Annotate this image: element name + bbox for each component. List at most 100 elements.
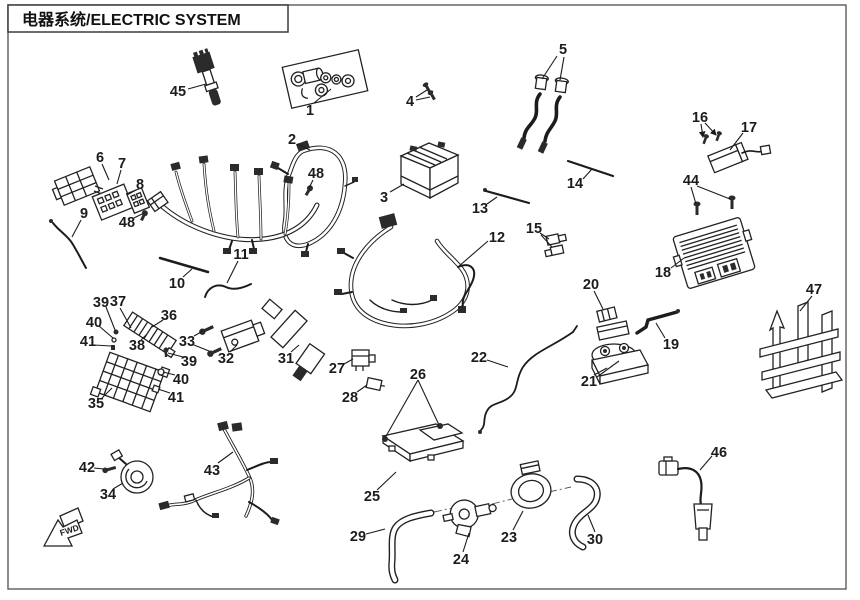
part-label-8: 8: [136, 177, 144, 193]
flasher-drawing: [702, 131, 772, 174]
leader-line-5: [559, 56, 565, 81]
relays-drawing: [351, 349, 385, 392]
page-border: [7, 4, 847, 590]
part-label-10: 10: [169, 276, 185, 292]
bracket-frame-drawing: [759, 301, 844, 399]
part-label-44: 44: [683, 173, 699, 189]
bolts-4-drawing: [422, 82, 436, 101]
leader-line-3: [389, 183, 405, 193]
part-label-24: 24: [453, 552, 469, 568]
horn-drawing: [102, 449, 154, 494]
leader-line-6: [101, 163, 110, 181]
ecu-plate-drawing: [381, 423, 465, 463]
leader-line-27: [343, 358, 354, 365]
leader-line-18: [670, 257, 685, 269]
harness-loop-drawing: [269, 140, 358, 257]
leader-line-11: [226, 260, 239, 284]
hose-29-drawing: [388, 509, 435, 584]
leader-line-14: [582, 168, 593, 180]
fuse-box-drawing: [89, 311, 178, 413]
leader-line-34: [112, 482, 124, 490]
leader-line-42: [93, 467, 105, 470]
leader-line-23: [512, 510, 524, 531]
leader-line-44: [690, 186, 697, 205]
part-label-28: 28: [342, 390, 358, 406]
pigtail-46-drawing: [658, 456, 713, 541]
leader-line-19: [655, 322, 666, 339]
part-label-33: 33: [179, 334, 195, 350]
part-label-38: 38: [129, 338, 145, 354]
leader-line-4: [415, 96, 431, 101]
leader-line-2: [296, 143, 311, 151]
part-label-17: 17: [741, 120, 757, 136]
module-32-drawing: [199, 319, 266, 357]
part-label-31: 31: [278, 351, 294, 367]
starter-relay-drawing: [591, 306, 680, 385]
leader-line-20: [593, 290, 604, 310]
leader-line-30: [587, 514, 596, 533]
part-label-19: 19: [663, 337, 679, 353]
leader-line-15: [539, 232, 550, 240]
part-label-16: 16: [692, 110, 708, 126]
part-label-30: 30: [587, 532, 603, 548]
leader-line-40: [162, 371, 176, 376]
part-label-7: 7: [118, 156, 126, 172]
part-label-29: 29: [350, 529, 366, 545]
part-label-14: 14: [567, 176, 583, 192]
part-label-4: 4: [406, 94, 414, 110]
leader-line-40: [98, 325, 114, 339]
part-label-23: 23: [501, 530, 517, 546]
title-box: [7, 4, 289, 33]
ignition-coil-drawing: [261, 298, 326, 382]
part-label-48: 48: [308, 166, 324, 182]
lock-kit-drawing: [281, 48, 369, 110]
leader-line-39: [105, 306, 116, 331]
leader-line-35: [101, 387, 113, 399]
leader-line-41: [93, 344, 112, 347]
part-label-43: 43: [204, 463, 220, 479]
leader-line-48: [308, 179, 314, 189]
leader-line-12: [457, 240, 489, 268]
leader-line-28: [356, 384, 368, 393]
leader-line-43: [217, 451, 234, 464]
part-label-9: 9: [80, 206, 88, 222]
leader-line-26: [384, 379, 419, 439]
connector-block-drawing: [51, 165, 151, 222]
leader-line-24: [462, 532, 470, 553]
wire-9-drawing: [49, 219, 87, 269]
main-harness-drawing: [146, 155, 320, 254]
ring-23-drawing: [510, 460, 552, 509]
part-label-2: 2: [288, 132, 296, 148]
leader-line-47: [799, 295, 813, 312]
leader-line-15: [540, 234, 553, 248]
leader-line-1: [313, 88, 332, 104]
leader-line-37: [119, 307, 132, 329]
leader-line-7: [116, 169, 122, 185]
leader-line-26: [417, 379, 440, 426]
leader-line-45: [187, 83, 207, 90]
leader-line-21: [596, 360, 620, 378]
part-label-6: 6: [96, 150, 104, 166]
leader-line-48: [133, 213, 143, 219]
leader-line-31: [290, 344, 300, 353]
part-label-12: 12: [489, 230, 505, 246]
part-label-34: 34: [100, 487, 116, 503]
leader-line-9: [71, 219, 82, 238]
part-label-42: 42: [79, 460, 95, 476]
leader-line-32: [229, 344, 238, 353]
leader-line-29: [365, 528, 386, 535]
part-label-40: 40: [173, 372, 189, 388]
fwd-marker: FWD: [42, 507, 84, 547]
page-title: 电器系统/ELECTRIC SYSTEM: [22, 10, 241, 29]
part-label-45: 45: [170, 84, 186, 100]
accessory-harness-drawing: [158, 420, 280, 526]
part-label-20: 20: [583, 277, 599, 293]
part-label-41: 41: [168, 390, 184, 406]
part-label-39: 39: [181, 354, 197, 370]
leader-line-41: [157, 388, 171, 394]
part-label-26: 26: [410, 367, 426, 383]
part-label-37: 37: [110, 294, 126, 310]
leader-line-4: [415, 89, 428, 98]
leader-line-10: [182, 268, 193, 278]
